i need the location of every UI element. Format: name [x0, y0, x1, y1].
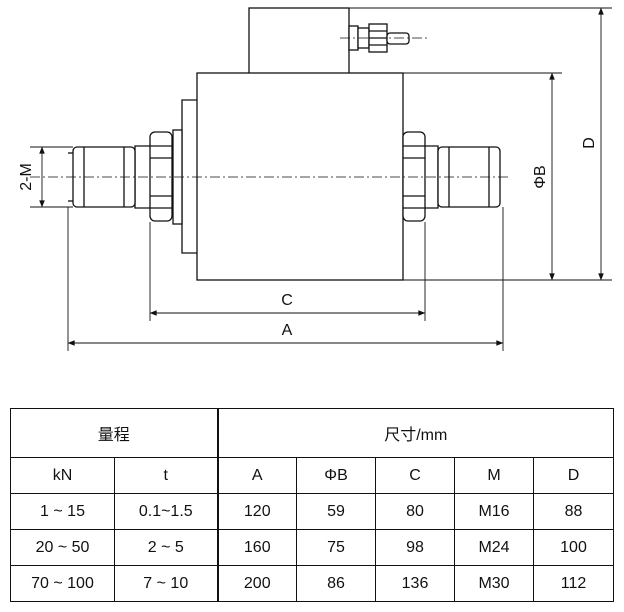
- label-dim-d: D: [581, 137, 598, 149]
- table-cell: 20 ~ 50: [10, 529, 115, 566]
- table-cell: 59: [296, 493, 377, 530]
- label-dim-b: ΦB: [532, 165, 549, 188]
- col-header-c: C: [375, 457, 456, 494]
- col-header-a: A: [216, 457, 298, 494]
- table-cell: M30: [454, 565, 535, 602]
- col-header-d: D: [533, 457, 615, 494]
- table-group-header-row: 量程 尺寸/mm: [9, 408, 615, 458]
- table-cell: 7 ~ 10: [113, 565, 219, 602]
- table-cell: 200: [216, 565, 298, 602]
- sensor-dimension-drawing: 2-M C A ΦB D: [18, 7, 612, 351]
- table-cell: 0.1~1.5: [113, 493, 219, 530]
- table-row: 70 ~ 100 7 ~ 10 200 86 136 M30 112: [10, 565, 615, 602]
- table-cell: 70 ~ 100: [10, 565, 115, 602]
- left-flange: [181, 99, 197, 254]
- col-header-t: t: [113, 457, 219, 494]
- table-row: 1 ~ 15 0.1~1.5 120 59 80 M16 88: [10, 493, 615, 530]
- table-cell: 2 ~ 5: [113, 529, 219, 566]
- left-nut: [149, 131, 173, 222]
- table-cell: 100: [533, 529, 615, 566]
- table-cell: 136: [375, 565, 456, 602]
- col-header-b: ΦB: [296, 457, 377, 494]
- header-size: 尺寸/mm: [216, 408, 615, 458]
- connector-housing: [248, 7, 350, 83]
- table-cell: M16: [454, 493, 535, 530]
- right-nut: [402, 131, 426, 222]
- table-cell: 120: [216, 493, 298, 530]
- table-cell: 80: [375, 493, 456, 530]
- header-range: 量程: [9, 408, 219, 458]
- sensor-body: [196, 72, 404, 281]
- col-header-kn: kN: [10, 457, 115, 494]
- table-cell: M24: [454, 529, 535, 566]
- table-row: 20 ~ 50 2 ~ 5 160 75 98 M24 100: [10, 529, 615, 566]
- table-cell: 86: [296, 565, 377, 602]
- table-cell: 75: [296, 529, 377, 566]
- table-cell: 160: [216, 529, 298, 566]
- label-thread: 2-M: [18, 163, 35, 191]
- table-cell: 1 ~ 15: [10, 493, 115, 530]
- label-dim-c: C: [281, 292, 293, 309]
- table-cell: 88: [533, 493, 615, 530]
- col-header-m: M: [454, 457, 535, 494]
- table-column-header-row: kN t A ΦB C M D: [10, 457, 615, 494]
- table-cell: 98: [375, 529, 456, 566]
- table-cell: 112: [533, 565, 615, 602]
- spec-table: 量程 尺寸/mm kN t A ΦB C M D 1 ~ 15 0.1~1.5 …: [9, 408, 615, 602]
- label-dim-a: A: [282, 322, 293, 339]
